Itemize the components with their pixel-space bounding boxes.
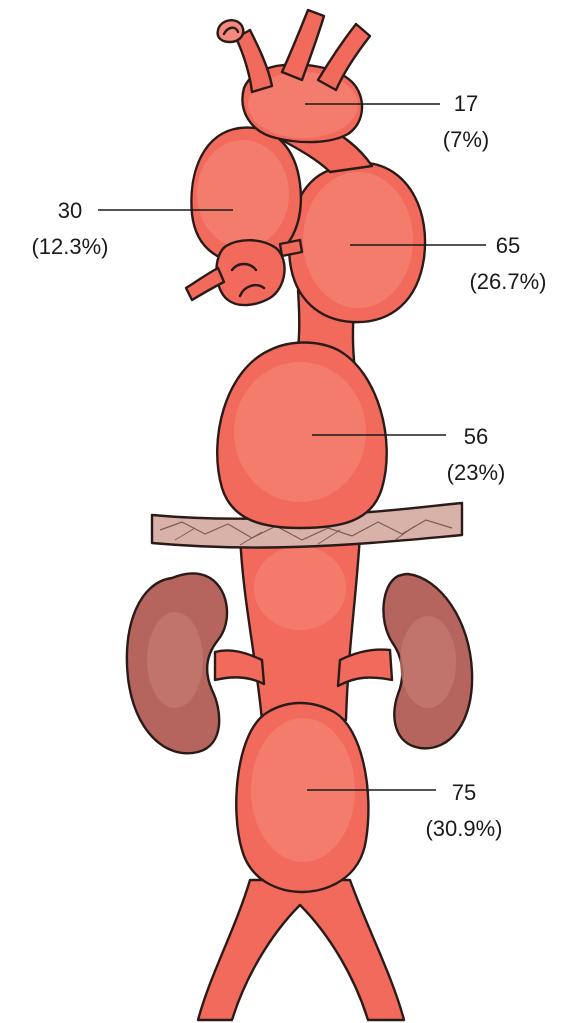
- aortic-root: [216, 240, 284, 305]
- label-percent-thoracoabdominal: (23%): [447, 460, 506, 485]
- label-percent-arch: (7%): [443, 127, 489, 152]
- brachiocephalic-trunk: [236, 30, 272, 92]
- label-count-descending: 65: [496, 233, 520, 258]
- label-percent-descending: (26.7%): [469, 269, 546, 294]
- right-coronary-artery: [280, 240, 302, 256]
- brachiocephalic-opening: [218, 20, 244, 42]
- iliac-arteries: [198, 880, 404, 1020]
- label-count-arch: 17: [454, 91, 478, 116]
- left-coronary-artery: [186, 268, 224, 300]
- label-percent-infrarenal: (30.9%): [425, 816, 502, 841]
- label-count-infrarenal: 75: [452, 780, 476, 805]
- label-percent-ascending: (12.3%): [31, 234, 108, 259]
- label-count-ascending: 30: [58, 198, 82, 223]
- label-count-thoracoabdominal: 56: [464, 424, 488, 449]
